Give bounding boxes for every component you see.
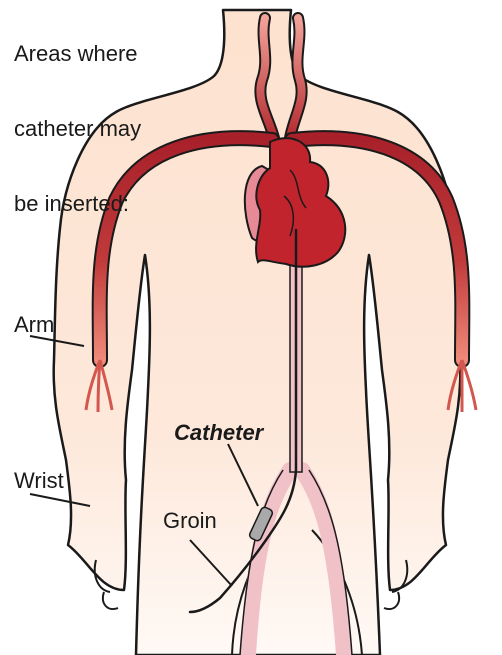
- left-hand-finger: [103, 592, 118, 609]
- heading-text: Areas where catheter may be inserted:: [14, 0, 141, 266]
- catheter-label: Catheter: [174, 420, 263, 445]
- groin-label: Groin: [163, 508, 217, 533]
- wrist-label: Wrist: [14, 468, 64, 493]
- right-hand-finger: [384, 592, 399, 609]
- heading-line: catheter may: [14, 116, 141, 141]
- heading-line: Areas where: [14, 41, 141, 66]
- arm-label: Arm: [14, 312, 54, 337]
- heading-line: be inserted:: [14, 191, 141, 216]
